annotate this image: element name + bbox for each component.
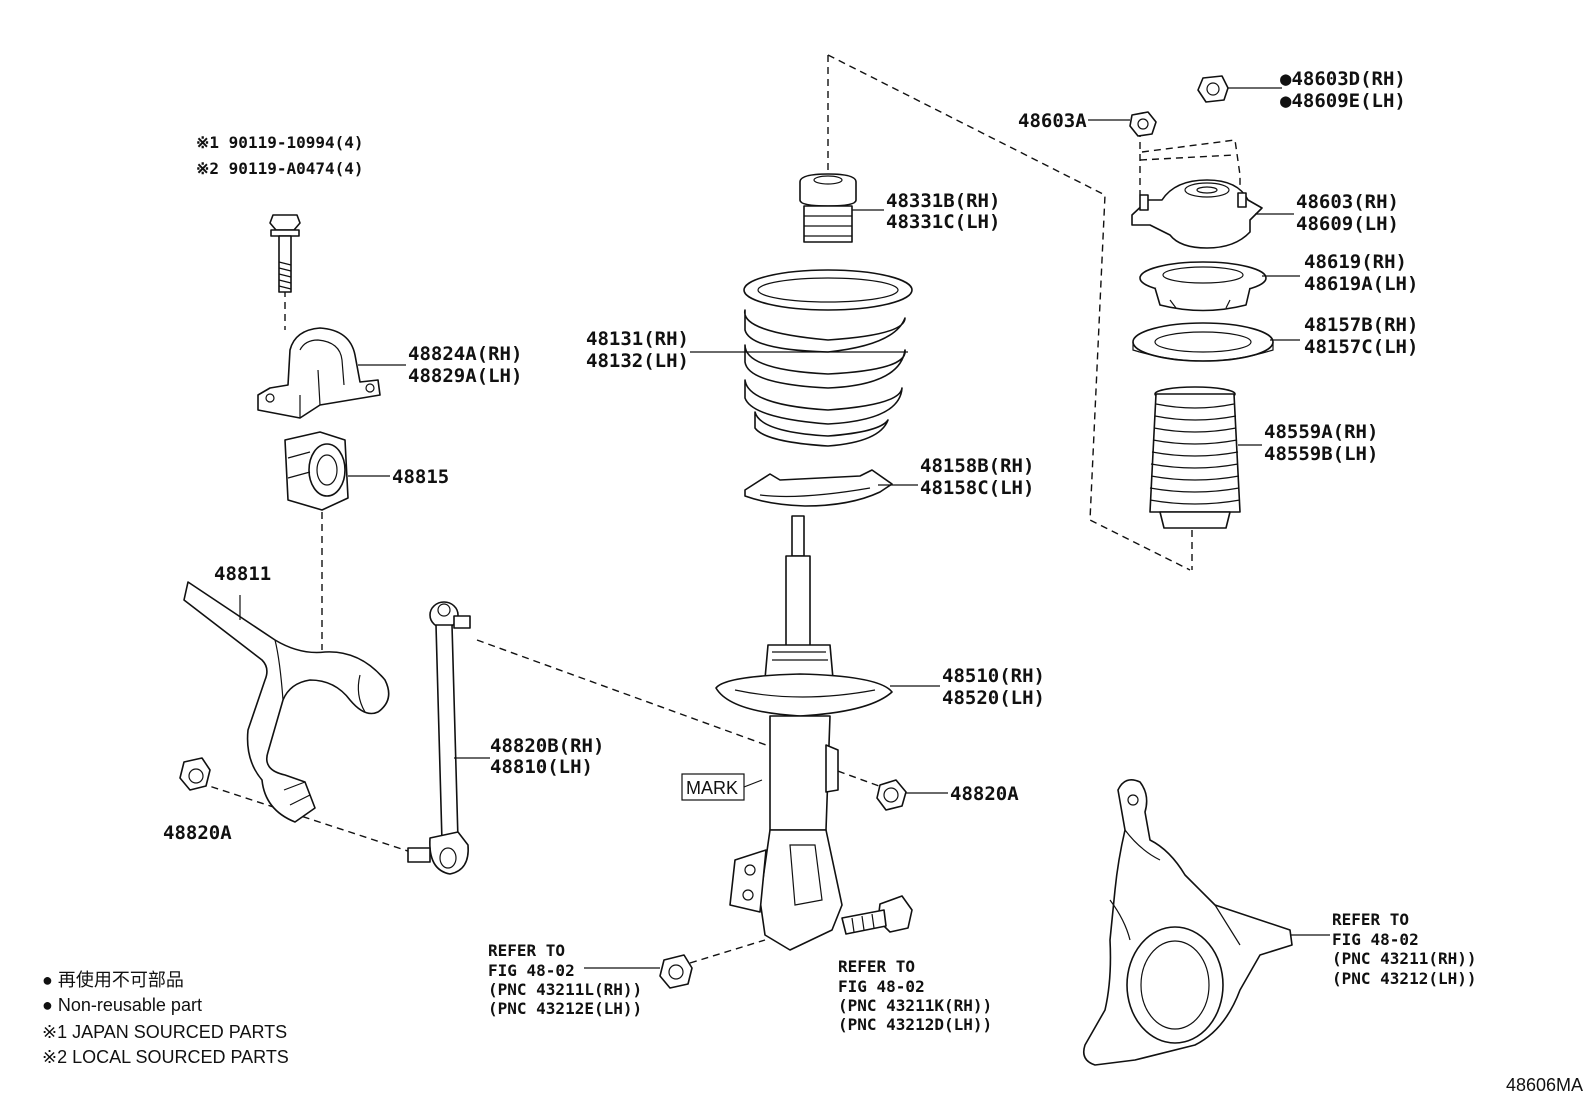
refer-nut-line-3: (PNC 43211L(RH)) — [488, 980, 642, 999]
stabilizer-bracket-bolt[interactable] — [269, 214, 301, 293]
spring-lower-insulator[interactable] — [744, 469, 893, 507]
top-nut-lh-label: ●48609E(LH) — [1280, 90, 1406, 112]
refer-bolt-line-1: REFER TO — [838, 957, 915, 976]
stabilizer-bushing[interactable] — [284, 431, 349, 511]
bolt-japan-label: ※1 90119-10994(4) — [196, 133, 364, 152]
legend-japan-sourced: ※1 JAPAN SOURCED PARTS — [42, 1022, 287, 1042]
spring-lh-label: 48132(LH) — [586, 350, 689, 372]
refer-bolt-line-2: FIG 48-02 — [838, 977, 925, 996]
stabilizer-link[interactable] — [407, 601, 471, 875]
strut-mount[interactable] — [1131, 179, 1263, 249]
boot-rh-label: 48559A(RH) — [1264, 421, 1378, 443]
bracket-lh-label: 48829A(LH) — [408, 365, 522, 387]
upper-spring-seat[interactable] — [1139, 261, 1267, 312]
dust-boot[interactable] — [1149, 386, 1241, 529]
mount-lh-label: 48609(LH) — [1296, 213, 1399, 235]
mark-label: MARK — [686, 778, 738, 798]
nut-left-label: 48820A — [163, 822, 232, 844]
stabilizer-link-nut-left[interactable] — [179, 757, 211, 791]
refer-nut-line-2: FIG 48-02 — [488, 961, 575, 980]
strut-lower-bolt[interactable] — [841, 895, 913, 935]
bushing-label: 48815 — [392, 466, 449, 488]
refer-knuckle: REFER TO FIG 48-02 (PNC 43211(RH)) (PNC … — [1332, 910, 1477, 988]
stabilizer-bar[interactable] — [183, 581, 390, 823]
refer-bolt-line-4: (PNC 43212D(LH)) — [838, 1015, 992, 1034]
strut-lower-nut[interactable] — [659, 954, 693, 989]
coil-spring[interactable] — [743, 269, 913, 447]
upper-seat-lh-label: 48619A(LH) — [1304, 273, 1418, 295]
shock-absorber-strut[interactable] — [715, 515, 893, 951]
bump-stop-rh-label: 48331B(RH) — [886, 190, 1000, 212]
bracket-rh-label: 48824A(RH) — [408, 343, 522, 365]
figure-id: 48606MA — [1506, 1075, 1583, 1095]
legend-nonreusable-en: ● Non-reusable part — [42, 995, 202, 1015]
refer-nut: REFER TO FIG 48-02 (PNC 43211L(RH)) (PNC… — [488, 941, 642, 1018]
spring-rh-label: 48131(RH) — [586, 328, 689, 350]
top-nut-a-label: 48603A — [1018, 110, 1087, 132]
bearing-lh-label: 48157C(LH) — [1304, 336, 1418, 358]
refer-nut-line-1: REFER TO — [488, 941, 565, 960]
link-lh-label: 48810(LH) — [490, 756, 593, 778]
leader-lines — [239, 87, 1330, 969]
refer-nut-line-4: (PNC 43212E(LH)) — [488, 999, 642, 1018]
stabilizer-bracket[interactable] — [257, 327, 381, 419]
boot-lh-label: 48559B(LH) — [1264, 443, 1378, 465]
bolt-local-label: ※2 90119-A0474(4) — [196, 159, 364, 178]
strut-lh-label: 48520(LH) — [942, 687, 1045, 709]
bump-stop-lh-label: 48331C(LH) — [886, 211, 1000, 233]
mount-rh-label: 48603(RH) — [1296, 191, 1399, 213]
strut-mount-nut-a[interactable] — [1129, 111, 1157, 137]
upper-seat-rh-label: 48619(RH) — [1304, 251, 1407, 273]
nut-right-label: 48820A — [950, 783, 1019, 805]
steering-knuckle[interactable] — [1082, 779, 1293, 1066]
bump-stop[interactable] — [799, 173, 857, 243]
mark-tag: MARK — [681, 773, 763, 801]
lower-insulator-rh-label: 48158B(RH) — [920, 455, 1034, 477]
top-nut-rh-label: ●48603D(RH) — [1280, 68, 1406, 90]
refer-knuckle-line-1: REFER TO — [1332, 910, 1409, 929]
lower-insulator-lh-label: 48158C(LH) — [920, 477, 1034, 499]
strut-bearing[interactable] — [1132, 322, 1274, 362]
link-rh-label: 48820B(RH) — [490, 735, 604, 757]
legend-local-sourced: ※2 LOCAL SOURCED PARTS — [42, 1047, 289, 1067]
refer-knuckle-line-3: (PNC 43211(RH)) — [1332, 949, 1477, 968]
legend: ● 再使用不可部品 ● Non-reusable part ※1 JAPAN S… — [42, 970, 289, 1067]
stabilizer-link-nut-right[interactable] — [876, 779, 907, 811]
assembly-dashed-lines — [199, 54, 1241, 964]
stabilizer-bar-label: 48811 — [214, 563, 271, 585]
refer-bolt-line-3: (PNC 43211K(RH)) — [838, 996, 992, 1015]
refer-bolt: REFER TO FIG 48-02 (PNC 43211K(RH)) (PNC… — [838, 957, 992, 1034]
strut-rh-label: 48510(RH) — [942, 665, 1045, 687]
piston-rod-top-nut[interactable] — [1197, 75, 1229, 103]
bearing-rh-label: 48157B(RH) — [1304, 314, 1418, 336]
legend-nonreusable-jp: ● 再使用不可部品 — [42, 970, 184, 990]
refer-knuckle-line-4: (PNC 43212(LH)) — [1332, 969, 1477, 988]
refer-knuckle-line-2: FIG 48-02 — [1332, 930, 1419, 949]
